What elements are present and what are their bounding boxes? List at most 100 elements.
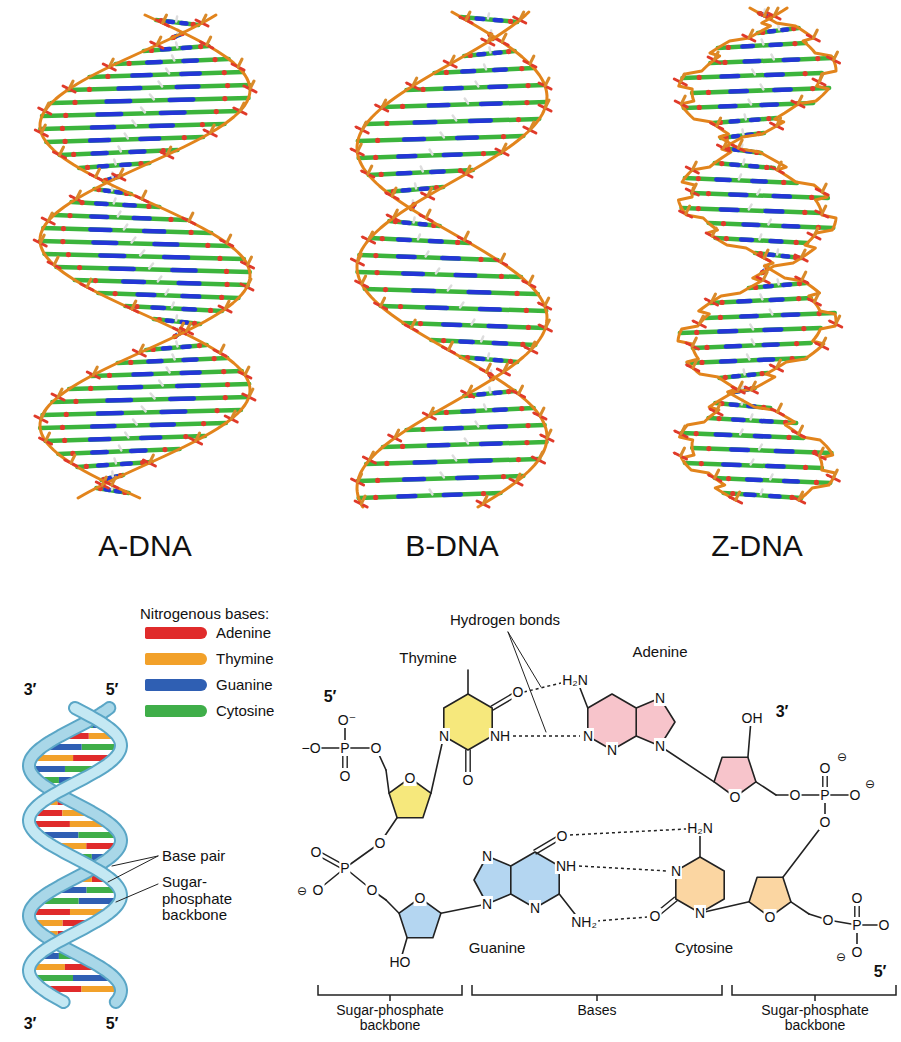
- label-text: O⁻: [337, 712, 357, 728]
- text-label: ⊖: [836, 951, 846, 964]
- label-text: P: [339, 860, 350, 876]
- nitrogen-stick: [462, 69, 474, 74]
- leader-line: [108, 856, 158, 882]
- nitrogen-stick: [770, 297, 782, 302]
- label-text: Cytosine: [675, 939, 733, 956]
- thymine-ring: [444, 694, 492, 750]
- nitrogen-stick: [469, 290, 490, 295]
- hydrogen-stick: [159, 381, 163, 386]
- hydrogen-stick: [761, 490, 763, 495]
- atom-label: H₂N: [686, 821, 714, 835]
- phosphate-stick: [714, 52, 718, 60]
- phosphate-stick: [681, 426, 685, 434]
- oxygen-atom: [796, 296, 801, 301]
- atom-label: HO: [389, 955, 412, 969]
- oxygen-atom: [168, 217, 173, 222]
- nitrogen-stick: [489, 84, 506, 89]
- nitrogen-stick: [721, 359, 735, 364]
- base-stick: [365, 289, 538, 294]
- base-stick: [54, 215, 187, 220]
- hydrogen-stick: [460, 303, 463, 308]
- legend-entry: Guanine: [216, 677, 273, 694]
- base-stick: [358, 136, 524, 141]
- nitrogen-stick: [152, 422, 174, 427]
- z-dna-model: [674, 8, 841, 503]
- oxygen-atom: [63, 113, 68, 118]
- oxygen-atom: [162, 447, 167, 452]
- label-text: H₂N: [686, 820, 714, 836]
- phosphate-stick: [716, 404, 720, 412]
- oxygen-atom: [719, 300, 724, 305]
- label-text: Thymine: [399, 649, 457, 666]
- atom-label: N: [670, 864, 682, 878]
- label-text: O: [312, 882, 325, 898]
- atom-label: N: [654, 739, 666, 753]
- phosphate-stick: [142, 191, 146, 199]
- oxygen-atom: [792, 41, 797, 46]
- atom-label: N: [438, 729, 450, 743]
- oxygen-atom: [814, 480, 819, 485]
- oxygen-atom: [759, 371, 764, 376]
- bond: [756, 782, 776, 795]
- phosphate-stick: [822, 338, 826, 346]
- label-text: Sugar-phosphate backbone: [761, 1002, 868, 1033]
- nitrogen-stick: [93, 151, 107, 156]
- nitrogen-stick: [91, 214, 107, 219]
- nitrogen-stick: [445, 426, 462, 431]
- nitrogen-stick: [151, 123, 173, 128]
- nitrogen-stick: [723, 462, 739, 467]
- hydrogen-stick: [426, 252, 429, 257]
- phosphate-stick: [46, 433, 50, 441]
- phosphate-stick: [814, 228, 818, 236]
- hydrogen-stick: [132, 121, 136, 126]
- bond: [386, 770, 389, 793]
- phosphate-stick: [238, 59, 242, 67]
- atom-label: O: [404, 771, 417, 785]
- base-stick: [68, 85, 250, 90]
- nitrogen-stick: [768, 252, 774, 257]
- phosphate-stick: [93, 367, 97, 375]
- hydrogen-stick: [476, 82, 479, 87]
- hydrogen-stick: [488, 354, 489, 359]
- hydrogen-stick: [151, 394, 155, 399]
- base-stick: [369, 170, 473, 175]
- base-stick: [709, 223, 834, 228]
- hydrogen-stick: [414, 218, 415, 223]
- nitrogen-stick: [783, 282, 790, 287]
- hydrogen-stick: [759, 445, 762, 450]
- nitrogen-stick: [98, 411, 122, 416]
- oxygen-atom: [519, 406, 524, 411]
- phosphate-stick: [699, 316, 703, 324]
- legend-text: Thymine: [216, 650, 274, 667]
- a-dna-model: [34, 15, 256, 498]
- backbone-strand: [357, 12, 547, 507]
- phosphate-stick: [41, 125, 45, 133]
- label-text: N: [481, 848, 493, 864]
- hydrogen-stick: [770, 475, 772, 480]
- nitrogen-stick: [98, 463, 107, 468]
- label-text: O: [851, 944, 864, 960]
- hydrogen-stick: [745, 115, 746, 120]
- bond: [467, 670, 469, 694]
- phosphate-stick: [711, 294, 715, 302]
- nitrogen-stick: [470, 458, 491, 463]
- text-label: Nitrogenous bases:: [140, 606, 269, 623]
- phosphate-stick: [163, 15, 167, 23]
- hydrogen-bond: [579, 866, 668, 871]
- hydrogen-stick: [768, 220, 770, 225]
- base-stick: [359, 255, 497, 260]
- oxygen-atom: [524, 308, 529, 313]
- nitrogen-stick: [742, 44, 753, 49]
- legend-swatch: [145, 679, 207, 691]
- phosphate-stick: [502, 144, 506, 152]
- nitrogen-stick: [167, 318, 173, 323]
- text-label: Bases: [522, 1003, 672, 1018]
- hydrogen-bond: [513, 735, 580, 737]
- atom-label: P: [339, 861, 350, 875]
- phosphate-stick: [680, 448, 684, 456]
- nitrogen-stick: [477, 356, 484, 361]
- base-stick: [709, 418, 797, 423]
- oxygen-atom: [441, 338, 446, 343]
- hydrogen-stick: [762, 40, 764, 45]
- phosphate-stick: [764, 250, 768, 258]
